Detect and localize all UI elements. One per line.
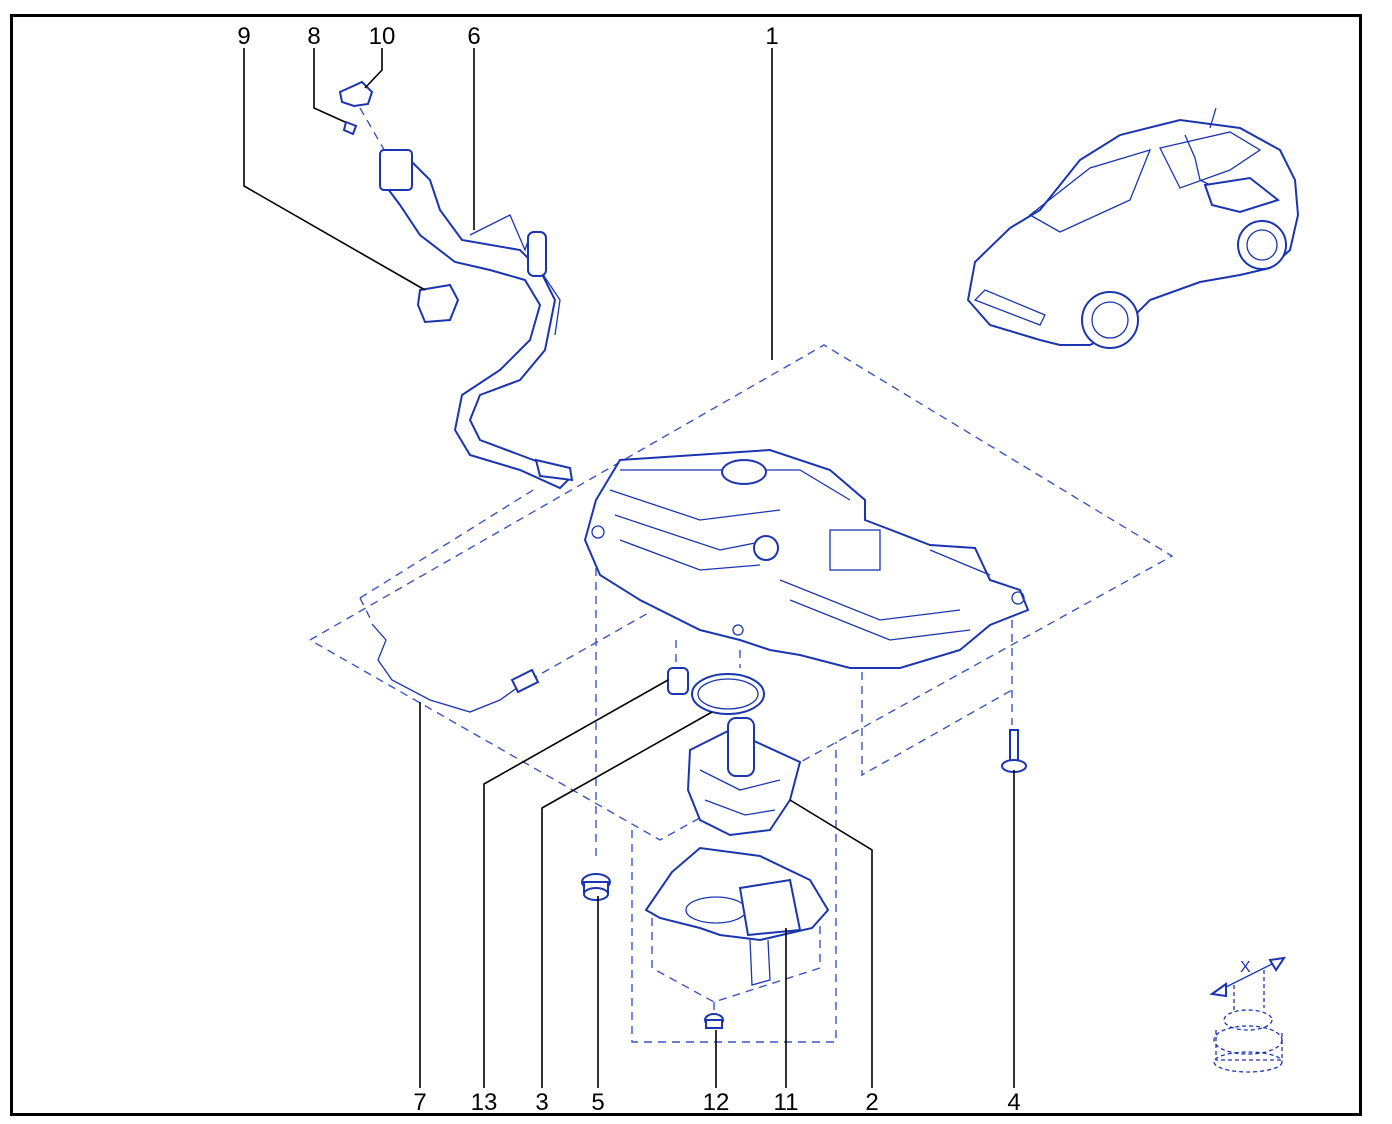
part-13-fitting [667,667,689,695]
callout-3: 3 [535,1089,548,1116]
callout-7: 7 [413,1089,426,1116]
part-10-cap [338,80,374,108]
callout-11: 11 [774,1089,799,1116]
part-7-pipe [371,623,540,713]
part-12-nut [704,1013,724,1029]
vehicle-location-inset [966,107,1300,349]
callout-2: 2 [865,1089,878,1116]
part-8-screw [342,120,358,136]
part-9-connector [416,283,460,324]
dimension-x-label: X [1240,959,1251,976]
diagram-frame [10,14,1362,1116]
callout-13: 13 [471,1089,498,1116]
detail-x-inset: X [1209,956,1287,1073]
callout-1: 1 [765,23,778,50]
callout-4: 4 [1007,1089,1020,1116]
part-4-bolt [1001,729,1027,773]
callout-labels: 9 8 10 6 1 7 13 3 5 12 11 2 4 [237,23,1020,1116]
part-1-fuel-tank [583,448,1030,669]
leader-lines [243,48,1015,1088]
part-5-nut [581,873,611,901]
callout-9: 9 [237,23,250,50]
callout-10: 10 [369,23,396,50]
callout-12: 12 [703,1089,730,1116]
part-6-filler-hose [379,149,574,490]
callout-8: 8 [307,23,320,50]
part-2-pump-module [686,717,802,837]
part-11-cover [644,846,830,986]
part-3-seal-ring [691,673,765,715]
callout-5: 5 [591,1089,604,1116]
callout-6: 6 [467,23,480,50]
